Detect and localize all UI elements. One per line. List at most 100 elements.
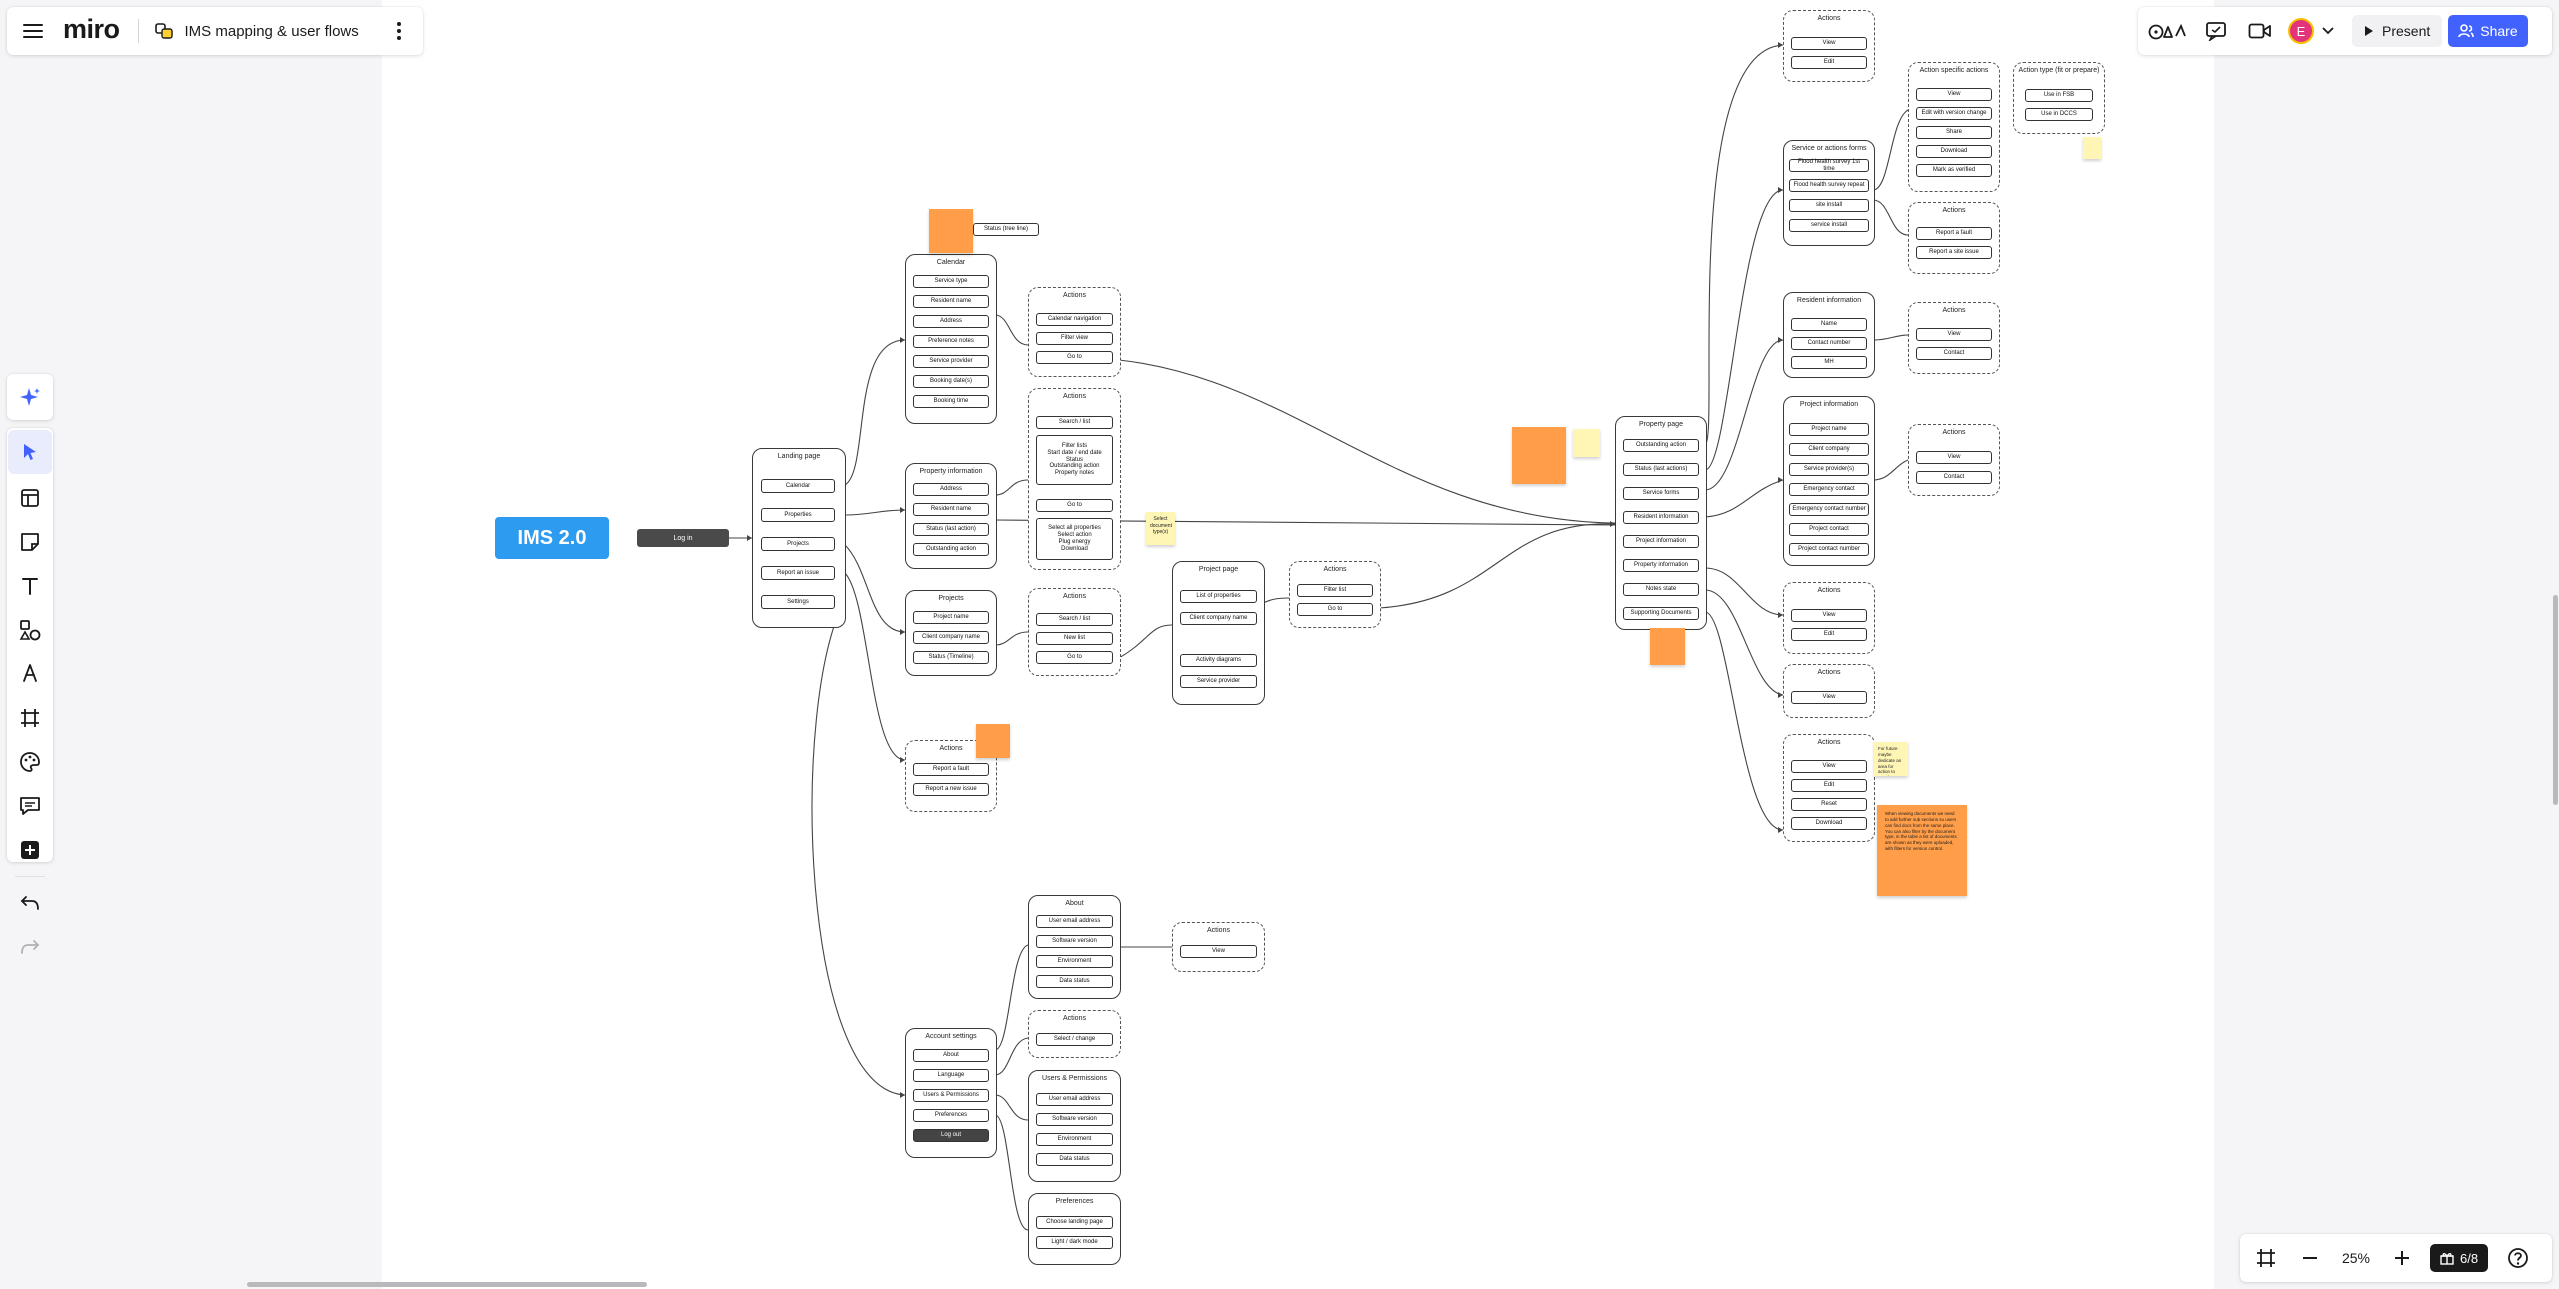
language-actions-frame[interactable]: Actions Select / change [1028, 1010, 1121, 1058]
landing-page-frame[interactable]: Landing page Calendar Properties Project… [752, 448, 846, 628]
action-item[interactable]: Report a fault [1916, 227, 1992, 240]
property-information-frame[interactable]: Property information Address Resident na… [905, 463, 997, 569]
action-item[interactable]: Edit with version change [1916, 107, 1992, 120]
text-tool-button[interactable] [8, 564, 52, 608]
property-item[interactable]: Address [913, 483, 989, 496]
users-item[interactable]: Environment [1036, 1133, 1113, 1146]
action-item[interactable]: View [1180, 945, 1257, 958]
calendar-item[interactable]: Service provider [913, 355, 989, 368]
property-item[interactable]: Outstanding action [913, 543, 989, 556]
project-info-item[interactable]: Emergency contact [1789, 483, 1869, 496]
property-page-frame[interactable]: Property page Outstanding action Status … [1615, 416, 1707, 630]
calendar-item[interactable]: Service type [913, 275, 989, 288]
sticky-note-tool-button[interactable] [8, 520, 52, 564]
project-info-item[interactable]: Project name [1789, 423, 1869, 436]
action-item[interactable]: Filter lists Start date / end date Statu… [1036, 435, 1113, 485]
property-page-item[interactable]: Property information [1623, 559, 1699, 572]
miro-logo[interactable]: miro [63, 13, 120, 44]
onboarding-gift-button[interactable]: 6/8 [2430, 1244, 2489, 1272]
service-form-item[interactable]: site install [1789, 199, 1869, 212]
sticky-note[interactable] [1573, 429, 1600, 457]
property-page-item[interactable]: Project information [1623, 535, 1699, 548]
board-title[interactable]: IMS mapping & user flows [184, 22, 359, 40]
status-note[interactable]: Status (tree line) [973, 223, 1039, 236]
action-item[interactable]: Edit [1791, 779, 1867, 792]
action-item[interactable]: Use in DCCS [2025, 108, 2093, 121]
pen-tool-button[interactable] [8, 652, 52, 696]
board-options-button[interactable] [377, 9, 421, 53]
action-item[interactable]: View [1791, 760, 1867, 773]
zoom-level[interactable]: 25% [2341, 1250, 2371, 1266]
calendar-item[interactable]: Address [913, 315, 989, 328]
project-info-item[interactable]: Project contact [1789, 523, 1869, 536]
action-item[interactable]: Report a site issue [1916, 246, 1992, 259]
main-menu-button[interactable] [11, 9, 55, 53]
preferences-item[interactable]: Choose landing page [1036, 1216, 1113, 1229]
action-item[interactable]: Share [1916, 126, 1992, 139]
video-call-button[interactable] [2238, 9, 2282, 53]
about-item[interactable]: Environment [1036, 955, 1113, 968]
calendar-frame[interactable]: Calendar Service type Resident name Addr… [905, 254, 997, 424]
action-item[interactable]: View [1791, 37, 1867, 50]
project-page-item[interactable]: Service provider [1180, 675, 1257, 688]
project-page-item[interactable]: List of properties [1180, 590, 1257, 603]
landing-item[interactable]: Calendar [761, 479, 835, 493]
project-actions-frame[interactable]: Actions Search / list New list Go to [1028, 588, 1121, 676]
action-item[interactable]: Mark as verified [1916, 164, 1992, 177]
about-frame[interactable]: About User email address Software versio… [1028, 895, 1121, 999]
help-button[interactable] [2496, 1236, 2540, 1280]
action-item[interactable]: Contact [1916, 471, 1992, 484]
select-document-note[interactable]: Select document type(s) [1146, 512, 1175, 545]
whiteboard-canvas[interactable] [382, 0, 2214, 1289]
property-page-item[interactable]: Notes state [1623, 583, 1699, 596]
horizontal-scrollbar[interactable] [247, 1282, 647, 1287]
action-type-frame[interactable]: Action type (fit or prepare) Use in FSB … [2013, 62, 2105, 134]
resident-information-frame[interactable]: Resident information Name Contact number… [1783, 292, 1875, 378]
settings-item[interactable]: About [913, 1049, 989, 1062]
resident-item[interactable]: Name [1791, 318, 1867, 331]
resident-item[interactable]: Contact number [1791, 337, 1867, 350]
logout-item[interactable]: Log out [913, 1129, 989, 1142]
project-info-actions-frame[interactable]: Actions View Contact [1908, 424, 2000, 496]
project-item[interactable]: Status (Timeline) [913, 651, 989, 664]
action-item[interactable]: Report a fault [913, 763, 989, 776]
users-item[interactable]: Software version [1036, 1113, 1113, 1126]
project-information-frame[interactable]: Project information Project name Client … [1783, 396, 1875, 566]
property-item[interactable]: Resident name [913, 503, 989, 516]
action-specific-frame[interactable]: Action specific actions View Edit with v… [1908, 62, 2000, 192]
about-item[interactable]: Data status [1036, 975, 1113, 988]
project-info-item[interactable]: Service provider(s) [1789, 463, 1869, 476]
about-actions-frame[interactable]: Actions View [1172, 922, 1265, 972]
comments-button[interactable] [2194, 9, 2238, 53]
project-page-item[interactable]: Client company name [1180, 612, 1257, 625]
more-apps-button[interactable] [8, 828, 52, 872]
frame-tool-button[interactable] [8, 696, 52, 740]
project-info-item[interactable]: Emergency contact number [1789, 503, 1869, 516]
project-page-actions-frame[interactable]: Actions Filter list Go to [1289, 561, 1381, 628]
action-item[interactable]: Search / list [1036, 416, 1113, 429]
small-yellow-note[interactable]: For future maybe dedicate an area for ac… [1874, 742, 1908, 776]
sticky-note[interactable] [976, 724, 1010, 758]
action-item[interactable]: Select / change [1036, 1033, 1113, 1046]
project-info-item[interactable]: Client company [1789, 443, 1869, 456]
action-item[interactable]: Go to [1036, 499, 1113, 512]
action-item[interactable]: Use in FSB [2025, 89, 2093, 102]
project-item[interactable]: Client company name [913, 631, 989, 644]
stickers-button[interactable] [8, 740, 52, 784]
account-settings-frame[interactable]: Account settings About Language Users & … [905, 1028, 997, 1158]
project-info-item[interactable]: Project contact number [1789, 543, 1869, 556]
property-item[interactable]: Status (last action) [913, 523, 989, 536]
calendar-item[interactable]: Booking date(s) [913, 375, 989, 388]
property-page-item[interactable]: Service forms [1623, 487, 1699, 500]
action-item[interactable]: Go to [1297, 603, 1373, 616]
calendar-item[interactable]: Preference notes [913, 335, 989, 348]
property-actions-frame[interactable]: Actions Search / list Filter lists Start… [1028, 388, 1121, 570]
share-button[interactable]: Share [2448, 15, 2528, 47]
landing-item[interactable]: Settings [761, 595, 835, 609]
service-forms-frame[interactable]: Service or actions forms Flood health su… [1783, 140, 1875, 246]
long-orange-note[interactable]: When viewing documents we need to add fu… [1877, 805, 1967, 896]
service-form-item[interactable]: Flood health survey 1st time [1789, 159, 1869, 172]
property-info-actions-frame[interactable]: Actions View Edit [1783, 582, 1875, 654]
action-item[interactable]: Search / list [1036, 613, 1113, 626]
templates-button[interactable] [8, 476, 52, 520]
